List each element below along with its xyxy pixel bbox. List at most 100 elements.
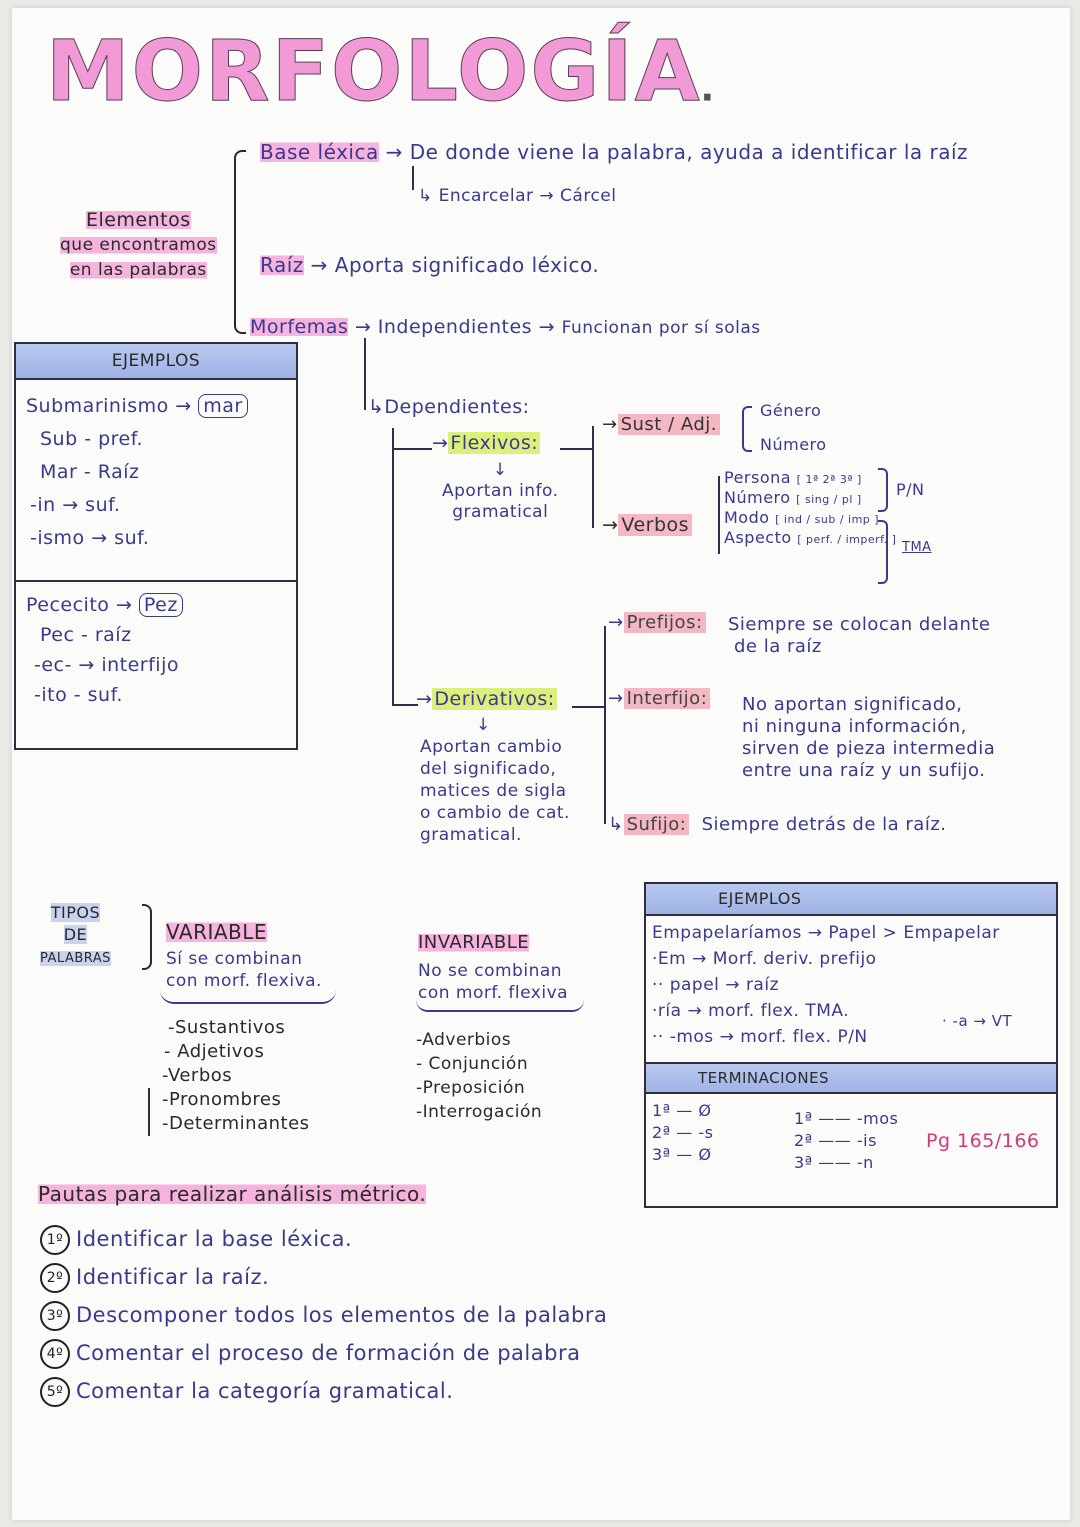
verbos-row: →Verbos xyxy=(602,514,693,536)
invariable-item: -Interrogación xyxy=(416,1102,543,1122)
terminacion-item: 2ª — -s xyxy=(652,1123,714,1142)
terminaciones-singular: 1ª — Ø 2ª — -s 3ª — Ø xyxy=(652,1100,714,1166)
example-line: ·· -mos → morf. flex. P/N xyxy=(652,1027,868,1047)
example-line: Sub - pref. xyxy=(40,428,144,450)
sust-adj-items: Género Número xyxy=(760,394,827,462)
step-text: Descomponer todos los elementos de la pa… xyxy=(76,1303,608,1327)
examples-left-box: EJEMPLOS Submarinismo → mar Sub - pref. … xyxy=(14,342,298,750)
terminaciones-body: 1ª — Ø 2ª — -s 3ª — Ø 1ª —— -mos 2ª —— -… xyxy=(646,1094,1056,1204)
tma-group-label: TMA xyxy=(902,540,932,555)
variable-description: Sí se combinan con morf. flexiva. xyxy=(166,948,322,992)
interfijo-label: Interfijo: xyxy=(623,688,711,709)
interfijo-description: No aportan significado, ni ninguna infor… xyxy=(742,694,995,782)
sufijo-row: ↳Sufijo: Siempre detrás de la raíz. xyxy=(608,814,947,835)
flexivos-text: Flexivos: xyxy=(448,432,541,454)
genero-item: Género xyxy=(760,401,822,420)
step-number-icon: 2º xyxy=(40,1263,70,1293)
examples-right-box: EJEMPLOS Empapelaríamos → Papel > Empape… xyxy=(644,882,1058,1208)
derivativos-desc-line: Aportan cambio xyxy=(420,737,563,757)
flexivos-label: →Flexivos: xyxy=(432,432,541,454)
notebook-page: MORFOLOGÍA. Elementos que encontramos en… xyxy=(12,8,1070,1520)
examples-right-header: EJEMPLOS xyxy=(646,884,1056,916)
derivativos-description: ↓ Aportan cambio del significado, matice… xyxy=(420,715,570,845)
numero-label: Número xyxy=(724,488,791,507)
variable-item: -Verbos xyxy=(162,1065,233,1086)
variable-item: -Pronombres xyxy=(162,1089,282,1110)
word-types-label-line: PALABRAS xyxy=(40,951,111,966)
terminaciones-plural: 1ª —— -mos 2ª —— -is 3ª —— -n xyxy=(794,1108,898,1174)
terminacion-item: 1ª — Ø xyxy=(652,1101,712,1120)
persona-label: Persona xyxy=(724,468,792,487)
derivativos-desc-line: o cambio de cat. xyxy=(420,803,570,823)
terminacion-item: 3ª — Ø xyxy=(652,1145,712,1164)
example-line: -in → suf. xyxy=(30,494,121,516)
interfijo-desc-line: sirven de pieza intermedia xyxy=(742,738,996,759)
independientes-description: Funcionan por sí solas xyxy=(561,318,761,338)
derivativos-desc-line: matices de sigla xyxy=(420,781,567,801)
connector-line xyxy=(572,706,604,708)
elements-label: Elementos que encontramos en las palabra… xyxy=(60,208,217,282)
examples-right-body: Empapelaríamos → Papel > Empapelar ·Em →… xyxy=(646,916,1056,1062)
terminaciones-header: TERMINACIONES xyxy=(646,1062,1056,1094)
step-number-icon: 3º xyxy=(40,1301,70,1331)
example-line: -ec- → interfijo xyxy=(34,654,179,676)
example-line: ·ría → morf. flex. TMA. xyxy=(652,1001,850,1021)
examples-left-header: EJEMPLOS xyxy=(16,344,296,380)
page-title: MORFOLOGÍA. xyxy=(46,22,716,121)
invariable-desc-line: con morf. flexiva xyxy=(418,983,569,1003)
example-word: Submarinismo xyxy=(26,395,169,417)
prefijos-desc-line: Siempre se colocan delante xyxy=(728,614,991,635)
example-line: Pec - raíz xyxy=(40,624,132,646)
independientes-label: Independientes xyxy=(377,316,533,338)
variable-item: -Determinantes xyxy=(162,1113,310,1134)
word-types-label-line: TIPOS xyxy=(50,903,101,922)
interfijo-desc-line: No aportan significado, xyxy=(742,694,963,715)
step-number-icon: 5º xyxy=(40,1377,70,1407)
modo-label: Modo xyxy=(724,508,770,527)
numero-item: Número xyxy=(760,435,827,454)
base-lexica-row: Base léxica → De donde viene la palabra,… xyxy=(260,140,969,164)
connector-line xyxy=(392,704,418,706)
base-lexica-example: ↳ Encarcelar → Cárcel xyxy=(418,186,617,206)
elements-label-line: que encontramos xyxy=(60,235,217,255)
step-number-icon: 4º xyxy=(40,1339,70,1369)
base-lexica-label: Base léxica xyxy=(260,140,379,164)
invariable-label: INVARIABLE xyxy=(418,932,530,953)
page-reference: Pg 165/166 xyxy=(926,1130,1040,1152)
variable-item: -Sustantivos xyxy=(168,1017,286,1038)
prefijos-desc-line: de la raíz xyxy=(734,636,822,657)
root-box: Pez xyxy=(138,593,183,617)
derivativos-text: Derivativos: xyxy=(432,688,557,710)
raiz-label: Raíz xyxy=(260,253,304,277)
terminacion-item: 2ª —— -is xyxy=(794,1131,877,1150)
example-line: Mar - Raíz xyxy=(40,461,140,483)
connector-line xyxy=(560,448,592,450)
example-word: Pececito xyxy=(26,594,110,616)
pn-brace xyxy=(878,468,888,512)
connector-line xyxy=(364,338,366,410)
guidelines-heading: Pautas para realizar análisis métrico. xyxy=(38,1182,427,1206)
invariable-item: -Preposición xyxy=(416,1078,526,1098)
connector-line xyxy=(592,426,594,528)
example-line: ·· papel → raíz xyxy=(652,975,779,995)
flexivos-desc-line: Aportan info. xyxy=(442,481,559,501)
prefijos-description: Siempre se colocan delante de la raíz xyxy=(728,614,991,658)
invariable-item: - Conjunción xyxy=(416,1054,529,1074)
variable-underbrace xyxy=(160,990,336,1004)
word-types-label: TIPOS DE PALABRAS xyxy=(40,902,111,970)
example-line: ·Em → Morf. deriv. prefijo xyxy=(652,949,877,969)
connector-line xyxy=(718,476,720,554)
verbos-label: Verbos xyxy=(618,514,693,536)
elements-label-line: en las palabras xyxy=(69,260,207,280)
flexivos-desc-line: gramatical xyxy=(452,502,549,522)
base-lexica-example-text: Encarcelar → Cárcel xyxy=(438,186,617,206)
main-brace xyxy=(234,150,246,334)
pn-group-label: P/N xyxy=(896,480,925,499)
variable-bracket-group: -Pronombres -Determinantes xyxy=(148,1088,310,1136)
connector-line xyxy=(604,626,606,824)
sufijo-label: Sufijo: xyxy=(623,814,690,835)
